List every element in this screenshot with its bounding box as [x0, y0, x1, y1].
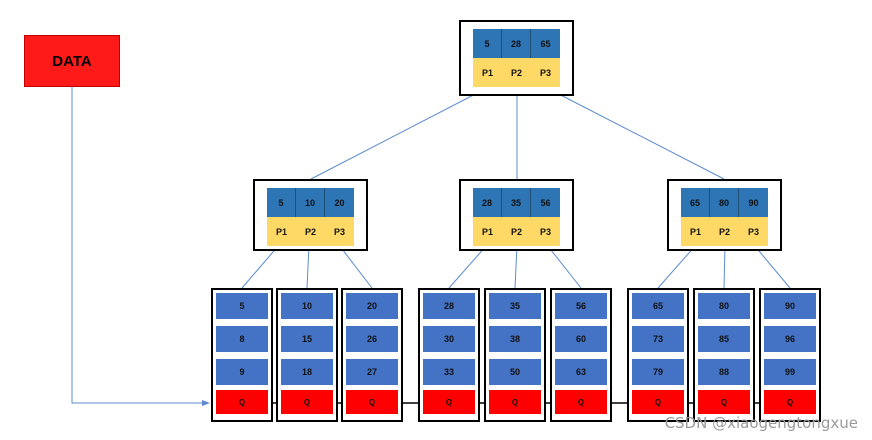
node-pointer: P2	[710, 217, 739, 246]
node-pointer: P3	[531, 217, 560, 246]
leaf-value: 10	[281, 293, 333, 319]
edge-data-to-leaf	[71, 87, 203, 404]
leaf-value: 18	[281, 359, 333, 385]
leaf-value: 27	[346, 359, 398, 385]
leaf-value: 99	[764, 359, 816, 385]
node-key: 65	[681, 188, 710, 217]
watermark: CSDN @xiaogengtongxue	[664, 414, 858, 432]
node-pointer: P1	[473, 217, 502, 246]
leaf-value: 15	[281, 326, 333, 352]
node-key: 5	[473, 29, 502, 58]
edge-internal-to-leaf	[514, 244, 518, 289]
leaf-q-pointer: Q	[489, 390, 541, 414]
leaf-q-pointer: Q	[216, 390, 268, 414]
leaf-value: 80	[698, 293, 750, 319]
arrowhead	[202, 400, 210, 406]
node-key: 10	[296, 188, 325, 217]
edge-internal-to-leaf	[753, 244, 791, 289]
leaf-value: 85	[698, 326, 750, 352]
leaf-value: 96	[764, 326, 816, 352]
node-key: 65	[531, 29, 560, 58]
edge-internal-to-leaf	[657, 244, 697, 289]
node-key: 90	[739, 188, 768, 217]
edge-root-to-internal	[546, 87, 725, 180]
edge-internal-to-leaf	[338, 244, 373, 289]
node-pointer: P1	[267, 217, 296, 246]
leaf-value: 9	[216, 359, 268, 385]
leaf-value: 8	[216, 326, 268, 352]
node-pointer: P2	[502, 58, 531, 87]
node-pointer: P3	[325, 217, 354, 246]
leaf-value: 63	[555, 359, 607, 385]
leaf-q-pointer: Q	[764, 390, 816, 414]
node-key: 56	[531, 188, 560, 217]
leaf-value: 26	[346, 326, 398, 352]
node-pointer: P2	[296, 217, 325, 246]
leaf-q-pointer: Q	[632, 390, 684, 414]
leaf-value: 30	[423, 326, 475, 352]
node-pointer: P1	[473, 58, 502, 87]
leaf-value: 56	[555, 293, 607, 319]
leaf-value: 38	[489, 326, 541, 352]
node-key: 5	[267, 188, 296, 217]
node-key: 20	[325, 188, 354, 217]
node-key: 28	[502, 29, 531, 58]
node-key: 28	[473, 188, 502, 217]
leaf-value: 33	[423, 359, 475, 385]
leaf-q-pointer: Q	[281, 390, 333, 414]
leaf-q-pointer: Q	[698, 390, 750, 414]
leaf-q-pointer: Q	[346, 390, 398, 414]
leaf-value: 65	[632, 293, 684, 319]
node-pointer: P1	[681, 217, 710, 246]
edge-internal-to-leaf	[241, 244, 280, 289]
leaf-q-pointer: Q	[555, 390, 607, 414]
leaf-value: 73	[632, 326, 684, 352]
edge-internal-to-leaf	[306, 244, 310, 289]
node-pointer: P2	[502, 217, 531, 246]
leaf-value: 5	[216, 293, 268, 319]
leaf-value: 50	[489, 359, 541, 385]
node-pointer: P3	[739, 217, 768, 246]
node-pointer: P3	[531, 58, 560, 87]
leaf-value: 28	[423, 293, 475, 319]
leaf-q-pointer: Q	[423, 390, 475, 414]
leaf-value: 90	[764, 293, 816, 319]
data-box: DATA	[24, 35, 120, 87]
leaf-value: 79	[632, 359, 684, 385]
leaf-value: 35	[489, 293, 541, 319]
node-key: 80	[710, 188, 739, 217]
data-label: DATA	[52, 52, 92, 70]
edge-internal-to-leaf	[448, 244, 488, 289]
node-key: 35	[502, 188, 531, 217]
edge-internal-to-leaf	[546, 244, 582, 289]
edge-root-to-internal	[310, 87, 488, 180]
edge-internal-to-leaf	[723, 244, 726, 289]
leaf-value: 20	[346, 293, 398, 319]
leaf-value: 60	[555, 326, 607, 352]
leaf-value: 88	[698, 359, 750, 385]
